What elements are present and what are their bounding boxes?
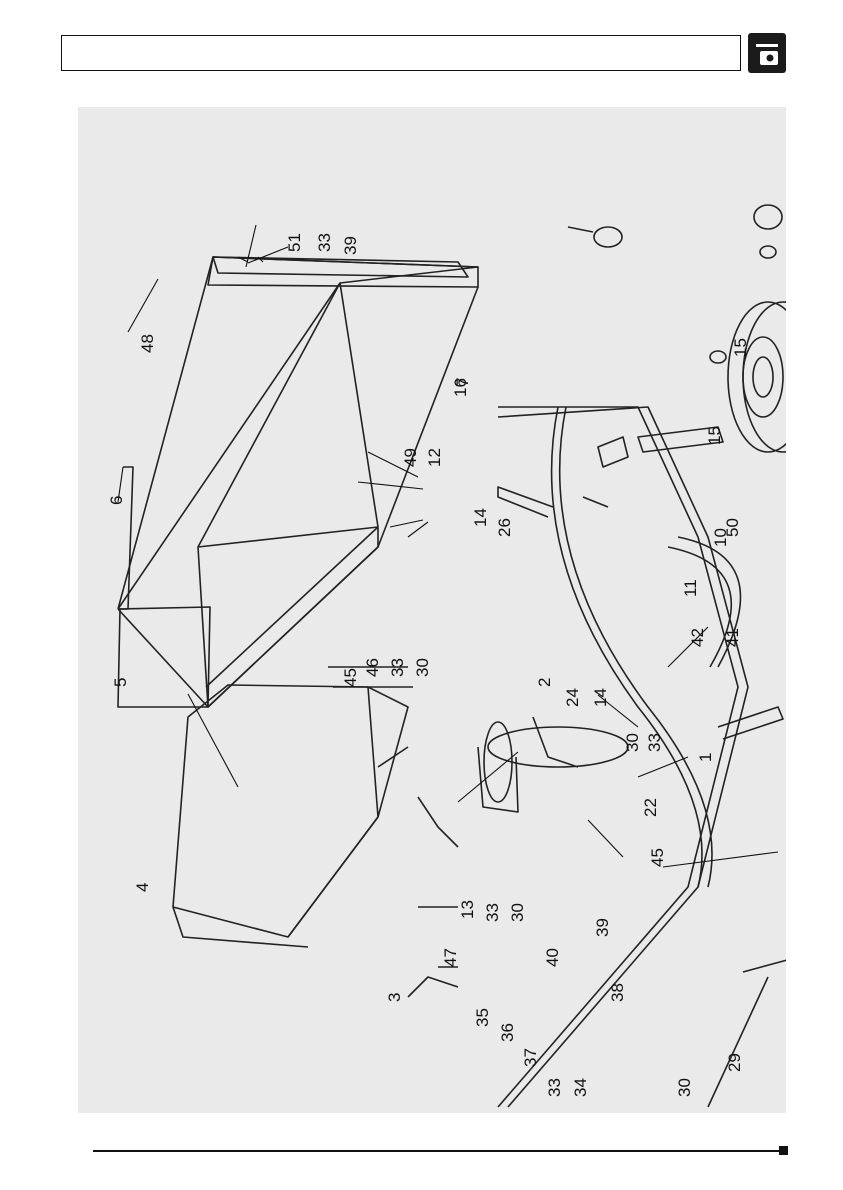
callout-39: 39 — [341, 236, 360, 255]
callout-45: 45 — [648, 848, 667, 867]
callout-42: 42 — [688, 628, 707, 647]
callout-1: 1 — [696, 753, 715, 762]
callout-15: 15 — [731, 338, 750, 357]
callout-30: 30 — [413, 658, 432, 677]
callout-49: 49 — [401, 448, 420, 467]
callout-36: 36 — [498, 1023, 517, 1042]
callout-51: 51 — [285, 233, 304, 252]
footer-marker — [779, 1146, 788, 1155]
callout-48: 48 — [138, 334, 157, 353]
callout-11: 11 — [681, 579, 700, 597]
callout-41: 41 — [723, 628, 742, 647]
callout-5: 5 — [111, 678, 130, 687]
callout-13: 13 — [458, 900, 477, 919]
callout-6: 6 — [107, 496, 126, 505]
callout-24: 24 — [563, 688, 582, 707]
callout-15: 15 — [705, 426, 724, 445]
callout-33: 33 — [483, 903, 502, 922]
callout-39: 39 — [593, 918, 612, 937]
callout-40: 40 — [543, 948, 562, 967]
callout-labels: 51 33 39 48 6 49 12 14 26 16 15 7 15 50 … — [107, 233, 750, 1097]
callout-45: 45 — [341, 668, 360, 687]
callout-22: 22 — [641, 798, 660, 817]
callout-2: 2 — [535, 678, 554, 687]
callout-30: 30 — [675, 1078, 694, 1097]
callout-38: 38 — [608, 983, 627, 1002]
callout-30: 30 — [623, 733, 642, 752]
cargo-box — [118, 607, 210, 707]
callout-46: 46 — [363, 658, 382, 677]
callout-10: 10 — [711, 528, 730, 547]
callout-3: 3 — [385, 993, 404, 1002]
callout-37: 37 — [521, 1048, 540, 1067]
header-title-box — [61, 35, 741, 71]
footer-rule — [93, 1150, 779, 1152]
callout-26: 26 — [495, 518, 514, 537]
callout-33: 33 — [645, 733, 664, 752]
exploded-assembly-diagram: 51 33 39 48 6 49 12 14 26 16 15 7 15 50 … — [78, 107, 786, 1113]
callout-14: 14 — [471, 508, 490, 527]
callout-12: 12 — [425, 448, 444, 467]
callout-33: 33 — [545, 1078, 564, 1097]
callout-30: 30 — [508, 903, 527, 922]
callout-34: 34 — [571, 1078, 590, 1097]
callout-14: 14 — [591, 688, 610, 707]
callout-29: 29 — [725, 1053, 744, 1072]
callout-33: 33 — [315, 233, 334, 252]
diagram-svg: 51 33 39 48 6 49 12 14 26 16 15 7 15 50 … — [78, 107, 786, 1113]
wheel — [743, 302, 786, 452]
callout-35: 35 — [473, 1008, 492, 1027]
callout-4: 4 — [133, 883, 152, 892]
document-icon — [748, 33, 786, 73]
callout-33: 33 — [388, 658, 407, 677]
callout-7: 7 — [453, 378, 472, 387]
callout-47: 47 — [441, 948, 460, 967]
